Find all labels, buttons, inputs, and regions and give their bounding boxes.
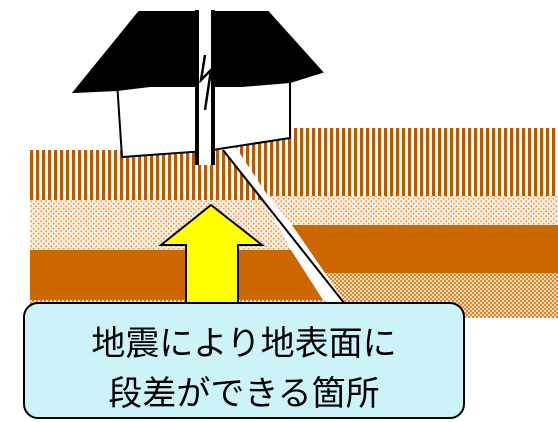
- fault-line: [222, 149, 357, 319]
- house-crack: [197, 10, 213, 165]
- callout-line-1: 地震により地表面に: [91, 324, 396, 364]
- house: [71, 10, 324, 165]
- right-orange-layer: [292, 225, 558, 273]
- house-wall-left: [115, 81, 207, 159]
- left-orange-layer: [30, 250, 323, 300]
- right-striped-layer: [223, 128, 558, 196]
- house-wall-right: [205, 81, 291, 153]
- callout-line-2: 段差ができる箇所: [108, 374, 379, 414]
- callout-box: 地震により地表面に 段差ができる箇所: [23, 302, 465, 419]
- callout-background: [23, 302, 465, 419]
- crack-zigzag: [199, 54, 213, 111]
- right-fine-dot-layer: [268, 196, 558, 225]
